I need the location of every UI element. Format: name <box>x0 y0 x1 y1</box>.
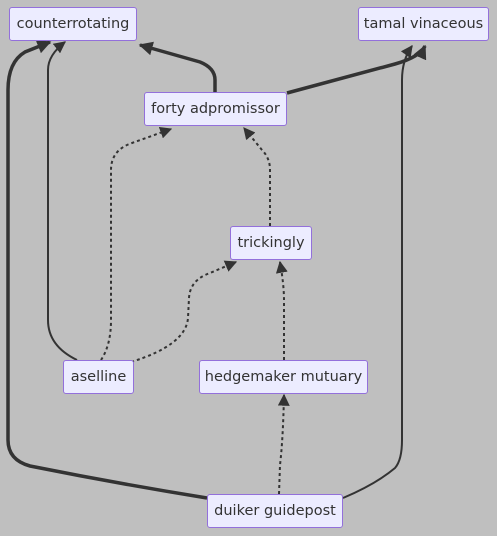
node-counterrotating[interactable]: counterrotating <box>9 7 137 41</box>
edge-aselline-to-forty <box>100 127 173 361</box>
node-label: trickingly <box>237 235 305 251</box>
node-label: duiker guidepost <box>214 503 336 519</box>
node-tamal-vinaceous[interactable]: tamal vinaceous <box>358 7 489 41</box>
node-label: counterrotating <box>16 16 130 32</box>
edge-hedgemaker-to-trickingly <box>275 260 288 360</box>
edge-forty-to-tamal <box>286 44 427 95</box>
node-label: aselline <box>70 369 127 385</box>
node-aselline[interactable]: aselline <box>63 360 134 394</box>
node-duiker-guidepost[interactable]: duiker guidepost <box>207 494 343 528</box>
node-hedgemaker-mutuary[interactable]: hedgemaker mutuary <box>199 360 368 394</box>
edge-aselline-to-counterrotating <box>47 41 78 361</box>
node-forty-adpromissor[interactable]: forty adpromissor <box>144 92 287 126</box>
node-label: forty adpromissor <box>151 101 280 117</box>
edge-trickingly-to-forty <box>243 127 271 226</box>
node-label: hedgemaker mutuary <box>204 369 363 385</box>
edge-forty-to-counterrotating <box>138 41 217 92</box>
node-trickingly[interactable]: trickingly <box>230 226 312 260</box>
node-label: tamal vinaceous <box>363 16 484 32</box>
edge-duiker-to-counterrotating <box>6 40 208 500</box>
edge-aselline-to-trickingly <box>130 260 238 363</box>
edge-duiker-to-hedgemaker <box>277 393 290 495</box>
edge-duiker-to-tamal <box>342 45 413 499</box>
